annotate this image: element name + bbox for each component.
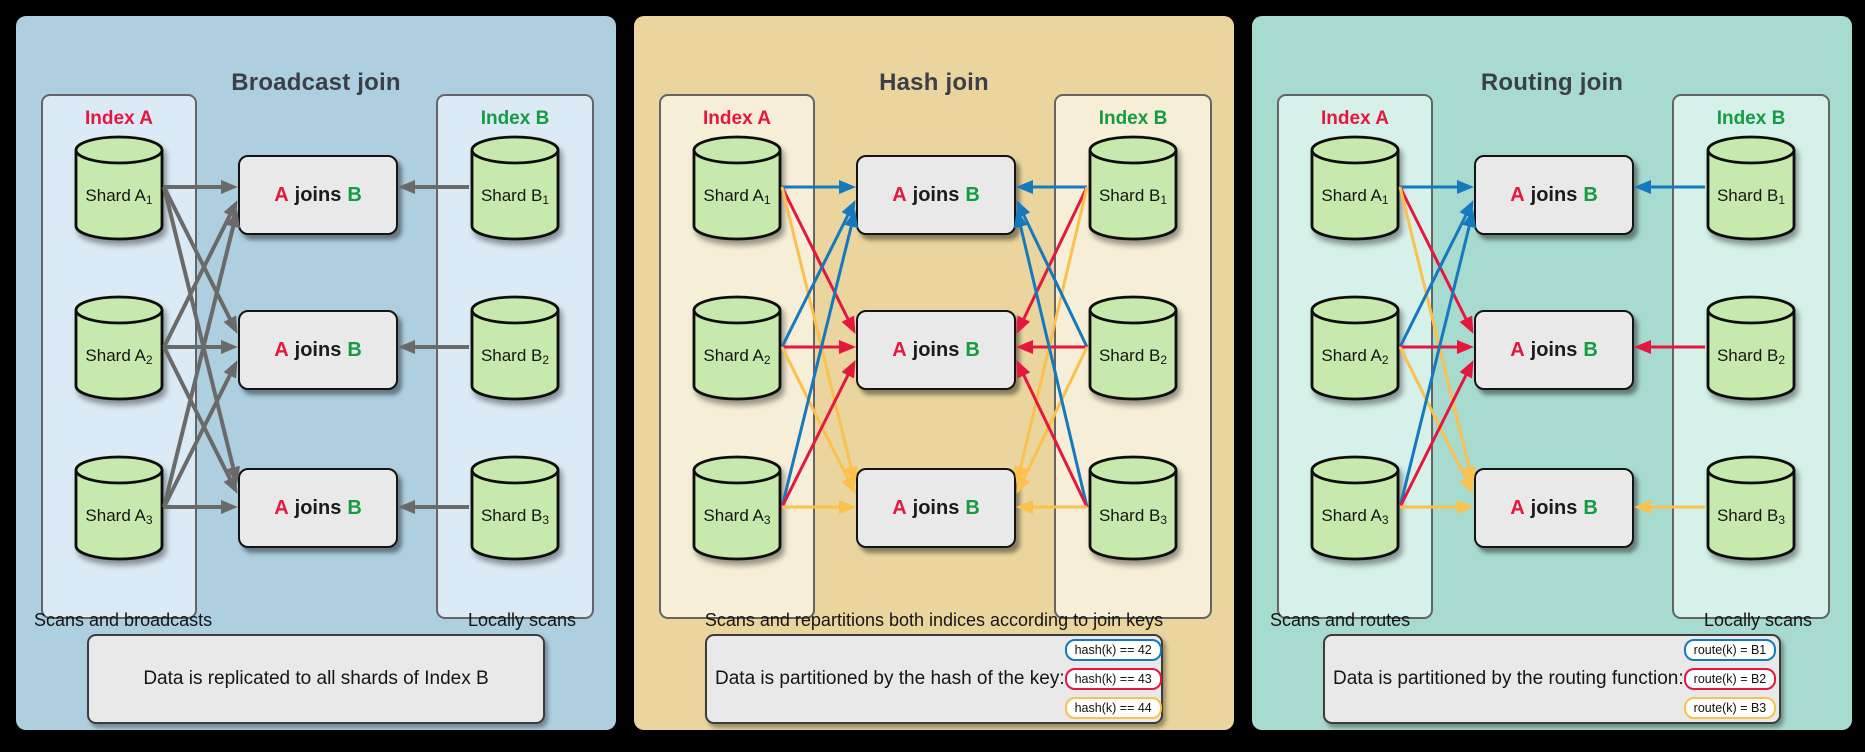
shard-label: Shard B3 <box>1098 506 1168 527</box>
shard-label: Shard B2 <box>1716 346 1786 367</box>
database-cylinder-icon <box>1310 295 1400 401</box>
shard-label: Shard A2 <box>1321 346 1389 367</box>
hash-key-pills: hash(k) == 42 hash(k) == 43 hash(k) == 4… <box>1064 639 1162 719</box>
shard-b3-cylinder: Shard B3 <box>469 454 561 562</box>
shard-a1-cylinder: Shard A1 <box>1309 134 1401 242</box>
note-box: Data is replicated to all shards of Inde… <box>87 634 545 724</box>
caption-center: Scans and repartitions both indices acco… <box>704 610 1164 630</box>
panel-routing-join: Routing join Index A Index B Shard A1 Sh… <box>1252 16 1852 730</box>
database-cylinder-icon <box>470 295 560 401</box>
database-cylinder-icon <box>1088 135 1178 241</box>
note-box: Data is partitioned by the hash of the k… <box>705 634 1163 724</box>
shard-a3-cylinder: Shard A3 <box>691 454 783 562</box>
route-pill-yellow: route(k) = B3 <box>1683 697 1777 719</box>
database-cylinder-icon <box>1088 295 1178 401</box>
index-a-label: Index A <box>1321 108 1389 129</box>
database-cylinder-icon <box>1706 455 1796 561</box>
shard-label: Shard B1 <box>1098 186 1168 207</box>
database-cylinder-icon <box>74 135 164 241</box>
shard-label: Shard B3 <box>480 506 550 527</box>
database-cylinder-icon <box>1088 455 1178 561</box>
shard-b1-cylinder: Shard B1 <box>1087 134 1179 242</box>
shard-label: Shard B1 <box>1716 186 1786 207</box>
shard-b1-cylinder: Shard B1 <box>1705 134 1797 242</box>
route-pill-red: route(k) = B2 <box>1683 668 1777 690</box>
shard-label: Shard A1 <box>703 186 771 207</box>
shard-b2-cylinder: Shard B2 <box>1087 294 1179 402</box>
shard-label: Shard A3 <box>1321 506 1389 527</box>
shard-label: Shard A3 <box>703 506 771 527</box>
index-a-label: Index A <box>85 108 153 129</box>
shard-a1-cylinder: Shard A1 <box>73 134 165 242</box>
shard-label: Shard B1 <box>480 186 550 207</box>
note-box: Data is partitioned by the routing funct… <box>1323 634 1781 724</box>
shard-label: Shard B3 <box>1716 506 1786 527</box>
page-title: Routing join <box>1480 68 1624 96</box>
caption-right: Locally scans <box>1703 610 1812 630</box>
shard-label: Shard B2 <box>1098 346 1168 367</box>
database-cylinder-icon <box>1310 135 1400 241</box>
shard-a2-cylinder: Shard A2 <box>73 294 165 402</box>
database-cylinder-icon <box>1706 295 1796 401</box>
database-cylinder-icon <box>692 135 782 241</box>
shard-a2-cylinder: Shard A2 <box>691 294 783 402</box>
database-cylinder-icon <box>74 295 164 401</box>
database-cylinder-icon <box>74 455 164 561</box>
route-pill-blue: route(k) = B1 <box>1683 639 1777 661</box>
shard-b2-cylinder: Shard B2 <box>1705 294 1797 402</box>
hash-pill-blue: hash(k) == 42 <box>1064 639 1162 661</box>
page-title: Hash join <box>879 68 989 96</box>
note-text: Data is replicated to all shards of Inde… <box>143 668 489 689</box>
panel-hash-join: Hash join Index A Index B Shard A1 Shard… <box>634 16 1234 730</box>
database-cylinder-icon <box>1706 135 1796 241</box>
shard-label: Shard A1 <box>85 186 153 207</box>
index-b-label: Index B <box>480 108 550 129</box>
index-a-label: Index A <box>703 108 771 129</box>
shard-label: Shard A3 <box>85 506 153 527</box>
shard-label: Shard A2 <box>85 346 153 367</box>
index-b-label: Index B <box>1716 108 1786 129</box>
database-cylinder-icon <box>470 135 560 241</box>
shard-a2-cylinder: Shard A2 <box>1309 294 1401 402</box>
note-text: Data is partitioned by the hash of the k… <box>715 668 1065 689</box>
shard-a3-cylinder: Shard A3 <box>73 454 165 562</box>
shard-label: Shard A1 <box>1321 186 1389 207</box>
shard-b2-cylinder: Shard B2 <box>469 294 561 402</box>
shard-b3-cylinder: Shard B3 <box>1087 454 1179 562</box>
panel-broadcast-join: Broadcast join Index A Index B Shard A1 … <box>16 16 616 730</box>
route-key-pills: route(k) = B1 route(k) = B2 route(k) = B… <box>1683 639 1777 719</box>
hash-pill-yellow: hash(k) == 44 <box>1064 697 1162 719</box>
database-cylinder-icon <box>692 455 782 561</box>
caption-right: Locally scans <box>467 610 576 630</box>
shard-label: Shard A2 <box>703 346 771 367</box>
shard-b1-cylinder: Shard B1 <box>469 134 561 242</box>
shard-a1-cylinder: Shard A1 <box>691 134 783 242</box>
caption-left: Scans and routes <box>1270 610 1411 630</box>
index-b-label: Index B <box>1098 108 1168 129</box>
hash-pill-red: hash(k) == 43 <box>1064 668 1162 690</box>
database-cylinder-icon <box>470 455 560 561</box>
shard-label: Shard B2 <box>480 346 550 367</box>
caption-left: Scans and broadcasts <box>34 610 213 630</box>
shard-a3-cylinder: Shard A3 <box>1309 454 1401 562</box>
shard-b3-cylinder: Shard B3 <box>1705 454 1797 562</box>
database-cylinder-icon <box>1310 455 1400 561</box>
database-cylinder-icon <box>692 295 782 401</box>
page-title: Broadcast join <box>231 68 401 96</box>
note-text: Data is partitioned by the routing funct… <box>1333 668 1684 689</box>
